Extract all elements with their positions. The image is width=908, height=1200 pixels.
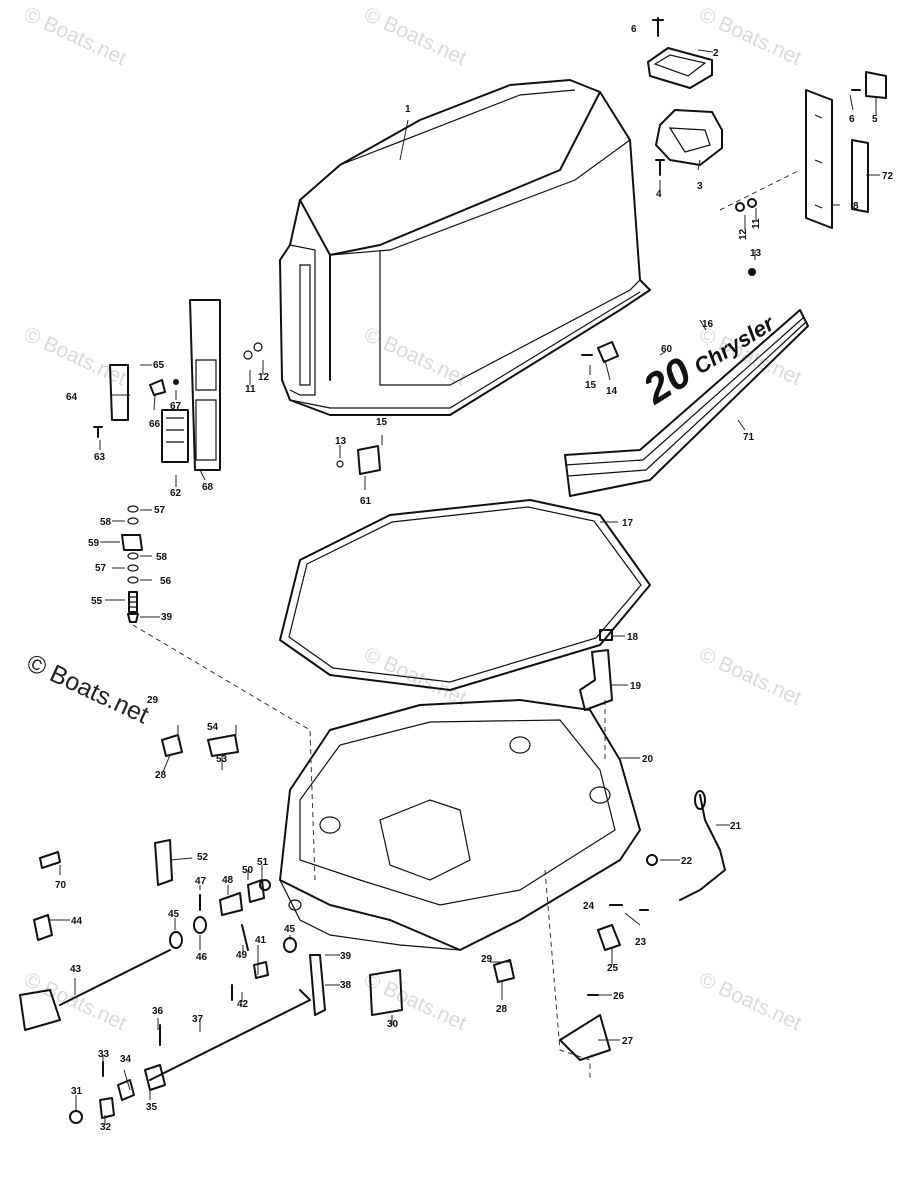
part-number-36: 36 bbox=[152, 1006, 164, 1017]
part-number-58: 58 bbox=[100, 517, 112, 528]
part-number-57: 57 bbox=[95, 563, 107, 574]
part-number-15: 15 bbox=[376, 417, 388, 428]
part-number-11: 11 bbox=[751, 218, 762, 229]
part-number-26: 26 bbox=[613, 991, 625, 1002]
part-number-41: 41 bbox=[255, 935, 267, 946]
part-number-20: 20 bbox=[642, 754, 654, 765]
part-number-1: 1 bbox=[405, 104, 411, 115]
part-number-67: 67 bbox=[170, 401, 182, 412]
bracket-19 bbox=[579, 629, 613, 711]
part-number-49: 49 bbox=[236, 950, 248, 961]
part-number-68: 68 bbox=[202, 482, 214, 493]
part-number-65: 65 bbox=[153, 360, 165, 371]
part-number-23: 23 bbox=[635, 937, 647, 948]
part-number-12: 12 bbox=[258, 372, 270, 383]
part-number-34: 34 bbox=[120, 1054, 132, 1065]
part-number-55: 55 bbox=[91, 596, 103, 607]
part-number-62: 62 bbox=[170, 488, 182, 499]
part-number-50: 50 bbox=[242, 865, 254, 876]
right-linkage bbox=[559, 790, 726, 1061]
chrysler-decal: 20 Chrysler bbox=[564, 309, 809, 497]
part-number-66: 66 bbox=[149, 419, 161, 430]
cover-seal bbox=[279, 499, 651, 691]
leader-lines bbox=[50, 49, 880, 1125]
part-number-28: 28 bbox=[496, 1004, 508, 1015]
bottom-pan bbox=[279, 699, 641, 951]
part-number-39: 39 bbox=[161, 612, 173, 623]
left-cover-parts bbox=[93, 299, 263, 471]
part-number-27: 27 bbox=[622, 1036, 634, 1047]
part-number-59: 59 bbox=[88, 538, 100, 549]
part-number-37: 37 bbox=[192, 1014, 204, 1025]
part-number-51: 51 bbox=[257, 857, 269, 868]
dashed-guides bbox=[132, 169, 801, 1080]
part-number-14: 14 bbox=[606, 386, 618, 397]
part-number-6: 6 bbox=[849, 114, 855, 125]
part-number-70: 70 bbox=[55, 880, 67, 891]
part-number-52: 52 bbox=[197, 852, 209, 863]
part-number-6: 6 bbox=[631, 24, 637, 35]
part-number-12: 12 bbox=[738, 228, 749, 240]
cover-hardware bbox=[336, 341, 619, 475]
part-number-47: 47 bbox=[195, 876, 207, 887]
part-number-18: 18 bbox=[627, 632, 639, 643]
part-number-17: 17 bbox=[622, 518, 634, 529]
part-number-30: 30 bbox=[387, 1019, 399, 1030]
part-number-43: 43 bbox=[70, 964, 82, 975]
part-number-58: 58 bbox=[156, 552, 168, 563]
left-hardware-stack bbox=[121, 505, 143, 623]
part-number-64: 64 bbox=[66, 392, 78, 403]
part-number-45: 45 bbox=[168, 909, 180, 920]
part-number-3: 3 bbox=[697, 181, 703, 192]
clamps bbox=[161, 734, 515, 983]
part-number-33: 33 bbox=[98, 1049, 110, 1060]
part-number-21: 21 bbox=[730, 821, 742, 832]
part-number-45: 45 bbox=[284, 924, 296, 935]
part-number-5: 5 bbox=[872, 114, 878, 125]
part-number-11: 11 bbox=[245, 384, 256, 395]
part-number-63: 63 bbox=[94, 452, 106, 463]
part-number-57: 57 bbox=[154, 505, 166, 516]
part-number-72: 72 bbox=[882, 171, 894, 182]
part-number-53: 53 bbox=[216, 754, 228, 765]
part-number-31: 31 bbox=[71, 1086, 83, 1097]
part-number-29: 29 bbox=[481, 954, 493, 965]
part-labels: 1 2 3 4 5 6 6 8 11 11 12 12 13 13 14 15 … bbox=[55, 24, 894, 1133]
part-number-38: 38 bbox=[340, 980, 352, 991]
top-right-parts bbox=[647, 17, 887, 276]
part-number-19: 19 bbox=[630, 681, 642, 692]
part-number-56: 56 bbox=[160, 576, 172, 587]
part-number-39: 39 bbox=[340, 951, 352, 962]
part-number-22: 22 bbox=[681, 856, 693, 867]
part-number-29: 29 bbox=[147, 695, 159, 706]
part-number-28: 28 bbox=[155, 770, 167, 781]
part-number-25: 25 bbox=[607, 963, 619, 974]
part-number-48: 48 bbox=[222, 875, 234, 886]
part-number-54: 54 bbox=[207, 722, 219, 733]
part-number-8: 8 bbox=[853, 201, 859, 212]
part-number-24: 24 bbox=[583, 901, 595, 912]
part-number-35: 35 bbox=[146, 1102, 158, 1113]
part-number-16: 16 bbox=[702, 319, 714, 330]
part-number-32: 32 bbox=[100, 1122, 112, 1133]
part-number-46: 46 bbox=[196, 952, 208, 963]
part-number-71: 71 bbox=[743, 432, 755, 443]
part-number-15: 15 bbox=[585, 380, 597, 391]
part-number-13: 13 bbox=[750, 248, 762, 259]
part-number-44: 44 bbox=[71, 916, 83, 927]
part-number-60: 60 bbox=[661, 344, 673, 355]
part-number-4: 4 bbox=[656, 189, 662, 200]
part-number-2: 2 bbox=[713, 48, 719, 59]
engine-cover bbox=[279, 79, 651, 416]
part-number-13: 13 bbox=[335, 436, 347, 447]
part-number-61: 61 bbox=[360, 496, 372, 507]
part-number-42: 42 bbox=[237, 999, 249, 1010]
